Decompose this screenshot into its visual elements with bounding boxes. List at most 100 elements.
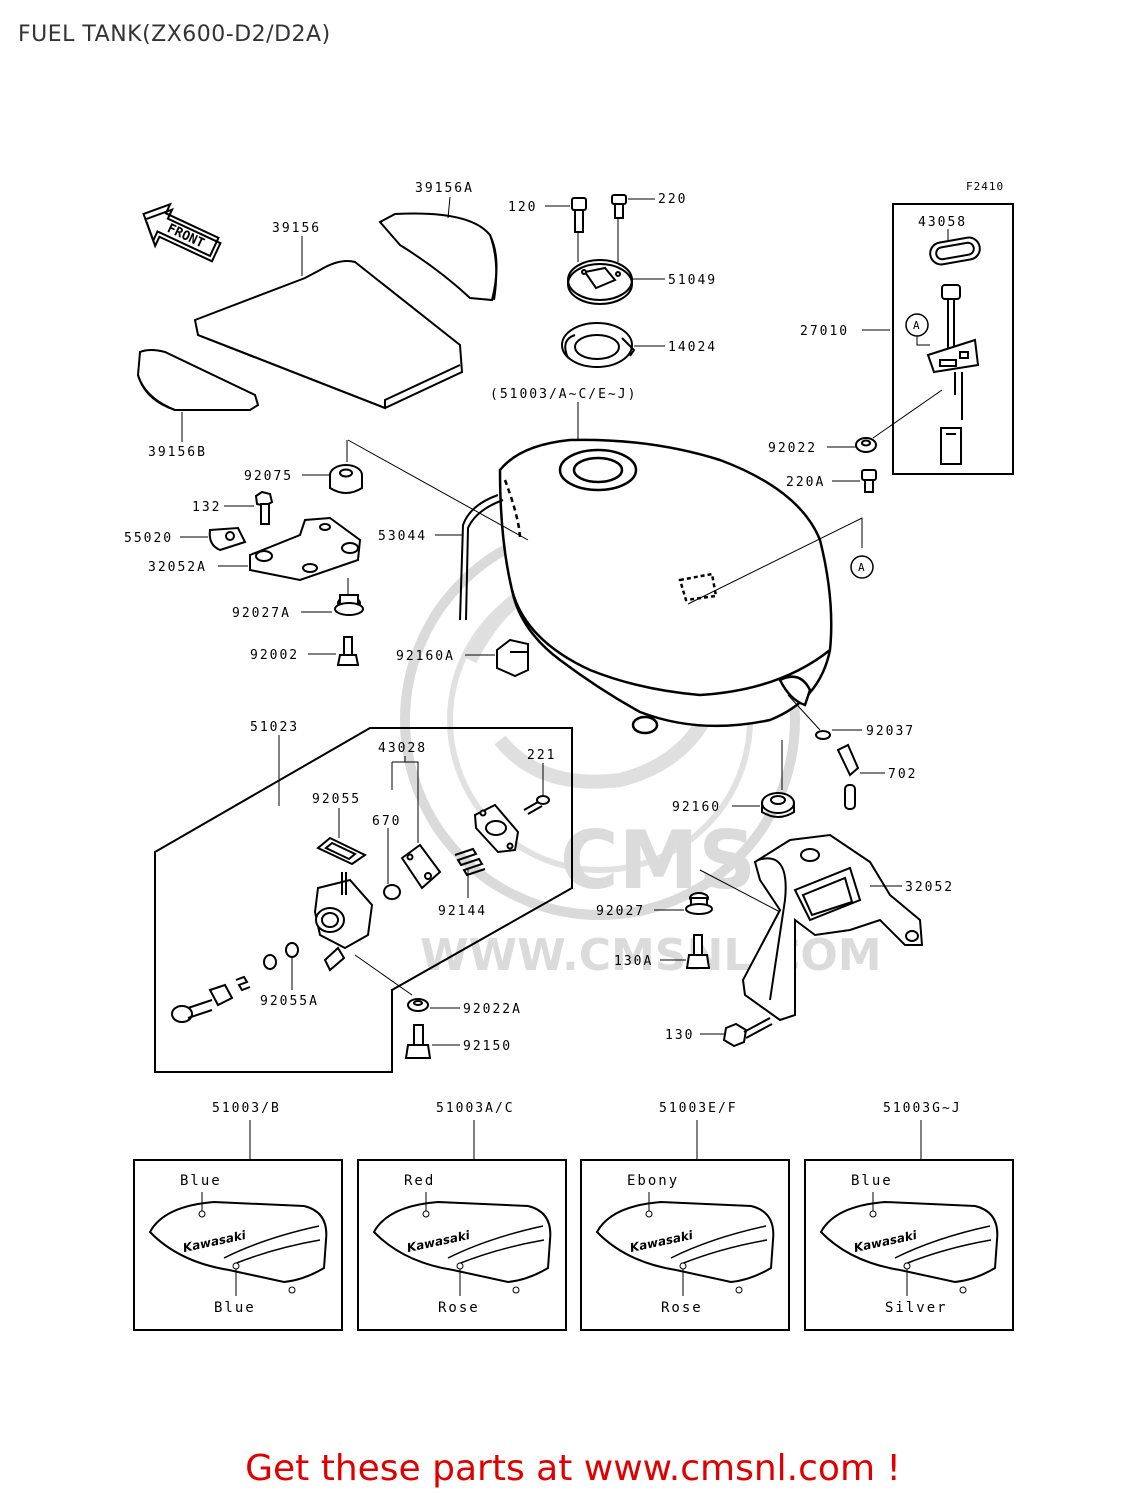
variant-top-color: Blue	[180, 1173, 222, 1189]
variant-mount-hole	[959, 1286, 967, 1294]
pad-39156	[193, 260, 464, 410]
callout-51023: 51023	[250, 720, 299, 735]
callout-32052A: 32052A	[148, 560, 207, 575]
callout-51003-range: (51003/A~C/E~J)	[490, 387, 637, 402]
callout-92002: 92002	[250, 648, 299, 663]
watermark-url: WWW.CMSNL.COM	[420, 930, 882, 981]
spring-92144	[454, 847, 486, 877]
callout-39156B: 39156B	[148, 445, 207, 460]
sender-unit-box	[892, 203, 1014, 475]
page-title: FUEL TANK(ZX600-D2/D2A)	[18, 22, 331, 47]
callout-92055: 92055	[312, 792, 361, 807]
callout-92027: 92027	[596, 904, 645, 919]
collar-92027	[685, 892, 713, 915]
callout-120: 120	[508, 200, 537, 215]
pad-39156B	[136, 349, 260, 411]
variant-bottom-color: Silver	[885, 1300, 948, 1316]
variant-bottom-color-dot	[456, 1262, 464, 1270]
figure-code: F2410	[966, 180, 1004, 193]
washer-92022A	[407, 998, 429, 1012]
callout-92144: 92144	[438, 904, 487, 919]
variant-bottom-color: Rose	[661, 1300, 703, 1316]
variant-bottom-color: Blue	[214, 1300, 256, 1316]
cover-plate	[473, 803, 520, 854]
callout-670: 670	[372, 814, 401, 829]
gasket-14024	[561, 322, 636, 368]
variant-top-color-dot	[198, 1210, 206, 1218]
bolt-92150	[404, 1024, 432, 1059]
oring-670	[383, 884, 401, 900]
callout-43028: 43028	[378, 741, 427, 756]
variant-top-color: Red	[404, 1173, 435, 1189]
variant-bottom-color-dot	[679, 1262, 687, 1270]
sender-27010	[926, 284, 980, 465]
fuel-valve-body	[313, 872, 374, 972]
variant-tank-outline	[372, 1200, 552, 1284]
variant-mount-hole	[512, 1286, 520, 1294]
variant-bottom-color-dot	[903, 1262, 911, 1270]
variant-mount-hole	[288, 1286, 296, 1294]
screw-221	[523, 795, 550, 815]
collar-92027A	[334, 594, 364, 616]
variant-top-color-dot	[422, 1210, 430, 1218]
variant-bottom-color-dot	[232, 1262, 240, 1270]
rubber-92160A	[496, 638, 529, 678]
color-variants: 51003/BBlueKawasakiBlue51003A/CRedKawasa…	[133, 1101, 1014, 1331]
gasket-43058	[929, 236, 981, 266]
clamp-55020	[208, 526, 247, 552]
callout-92160A: 92160A	[396, 649, 455, 664]
callout-14024: 14024	[668, 340, 717, 355]
callout-220A: 220A	[786, 475, 825, 490]
valve-assy-box	[154, 727, 573, 1073]
variant-mount-hole	[735, 1286, 743, 1294]
diaphragm-plate	[400, 843, 442, 890]
damper-92160	[761, 792, 795, 818]
callout-132: 132	[192, 500, 221, 515]
callout-702: 702	[888, 767, 917, 782]
footer-link-text[interactable]: Get these parts at www.cmsnl.com !	[245, 1448, 901, 1489]
callout-130: 130	[665, 1028, 694, 1043]
callout-92055A: 92055A	[260, 994, 319, 1009]
variant-top-color-dot	[645, 1210, 653, 1218]
callout-53044: 53044	[378, 529, 427, 544]
callout-92160: 92160	[672, 800, 721, 815]
cmsnl-shop-link[interactable]: Get these parts at www.cmsnl.com !	[0, 1448, 1146, 1489]
clip-92037	[815, 730, 831, 740]
cap-51049	[567, 259, 633, 305]
svg-text:A: A	[858, 561, 866, 574]
variant-part-number: 51003/B	[212, 1101, 281, 1116]
callout-39156A: 39156A	[415, 181, 474, 196]
callout-43058: 43058	[918, 215, 967, 230]
variant-tank-outline	[595, 1200, 775, 1284]
bolt-92002	[336, 636, 360, 666]
variant-part-number: 51003A/C	[436, 1101, 515, 1116]
callout-27010: 27010	[800, 324, 849, 339]
watermark-brand: CMS	[560, 814, 756, 907]
variant-stripe	[670, 1225, 768, 1265]
grommet-92075	[329, 464, 363, 494]
variant-tank-outline	[819, 1200, 999, 1284]
callout-92075: 92075	[244, 469, 293, 484]
callout-39156: 39156	[272, 221, 321, 236]
callout-51049: 51049	[668, 273, 717, 288]
front-arrow-icon: FRONT	[142, 202, 222, 263]
variant-stripe	[894, 1225, 992, 1265]
reference-a-top: A	[905, 313, 929, 337]
valve-lever-parts	[171, 942, 299, 1023]
hose-702	[836, 743, 860, 810]
reference-a-mid: A	[850, 555, 874, 579]
callout-220: 220	[658, 192, 687, 207]
callout-92150: 92150	[463, 1039, 512, 1054]
variant-top-color: Blue	[851, 1173, 893, 1189]
callout-92027A: 92027A	[232, 606, 291, 621]
callout-32052: 32052	[905, 880, 954, 895]
variant-stripe	[447, 1225, 545, 1265]
gasket-92055	[316, 836, 367, 866]
callout-92037: 92037	[866, 724, 915, 739]
variant-stripe	[223, 1225, 321, 1265]
